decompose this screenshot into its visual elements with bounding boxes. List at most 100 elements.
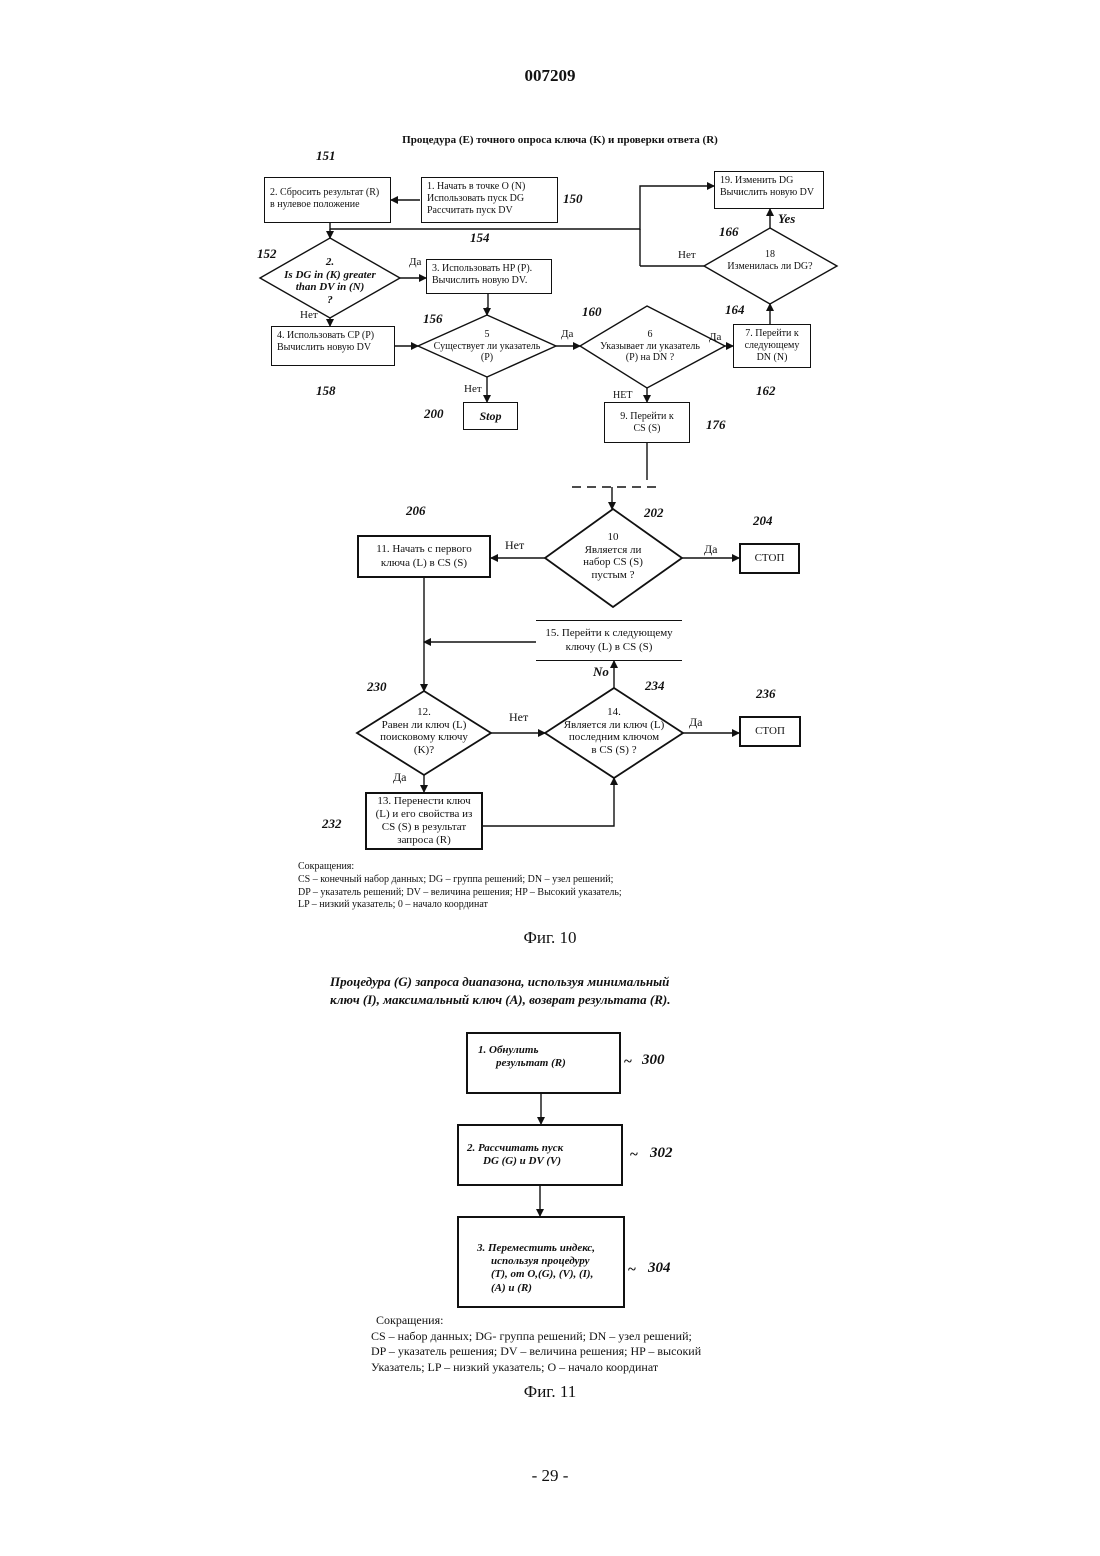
fig11-process-3-line: используя процедуру	[477, 1255, 615, 1268]
process-13-line: 13. Перенести ключ	[377, 795, 470, 808]
decision-14-line: последним ключом	[549, 731, 679, 744]
fig11-process-3-move-index: 3. Переместить индекс, используя процеду…	[457, 1216, 625, 1308]
fig11-abbreviations: Сокращения: CS – набор данных; DG- групп…	[371, 1313, 771, 1375]
edge-label-da-14: Да	[689, 715, 703, 730]
decision-5-line: 5	[412, 329, 562, 341]
decision-10-text: 10 Является ли набор CS (S) пустым ?	[553, 531, 673, 582]
process-9-line: CS (S)	[634, 423, 661, 435]
tilde-300: ~	[624, 1054, 632, 1071]
edge-label-net-2: Нет	[300, 309, 318, 321]
ref-302: 302	[650, 1145, 673, 1162]
process-7-line: 7. Перейти к	[745, 328, 799, 340]
ref-236: 236	[756, 686, 776, 702]
decision-12-line: (K)?	[359, 744, 489, 757]
process-3-line: 3. Использовать HP (P).	[432, 263, 546, 275]
decision-12-line: 12.	[359, 706, 489, 719]
ref-166: 166	[719, 224, 739, 240]
edge-label-net-6: НЕТ	[613, 390, 632, 401]
abbreviation-line: CS – набор данных; DG- группа решений; D…	[371, 1329, 771, 1345]
ref-158: 158	[316, 383, 336, 399]
edge-label-da-10: Да	[704, 542, 718, 557]
decision-2-text: 2. Is DG in (K) greater than DV in (N) ?	[255, 256, 405, 307]
decision-5-line: Существует ли указатель	[412, 341, 562, 353]
process-3-use-hp: 3. Использовать HP (P). Вычислить новую …	[426, 259, 552, 294]
stop-236: СТОП	[739, 716, 801, 747]
edge-label-yes-18: Yes	[778, 211, 795, 227]
fig11-process-1-line: 1. Обнулить	[478, 1044, 609, 1057]
decision-18-line: Изменилась ли DG?	[705, 261, 835, 273]
process-1-start: 1. Начать в точке O (N) Использовать пус…	[421, 177, 558, 223]
process-7-line: DN (N)	[757, 352, 788, 364]
process-4-use-cp: 4. Использовать CP (P) Вычислить новую D…	[271, 326, 395, 366]
decision-2-line: ?	[255, 294, 405, 307]
process-2-line: в нулевое положение	[270, 199, 385, 211]
fig10-title: Процедура (E) точного опроса ключа (K) и…	[300, 134, 820, 146]
fig11-process-2-line: 2. Рассчитать пуск	[467, 1142, 613, 1155]
page-number: 007209	[0, 66, 1100, 86]
decision-10-line: Является ли	[553, 544, 673, 557]
decision-14-line: 14.	[549, 706, 679, 719]
process-13-line: запроса (R)	[397, 834, 451, 847]
decision-10-line: пустым ?	[553, 569, 673, 582]
process-3-line: Вычислить новую DV.	[432, 275, 546, 287]
process-4-line: Вычислить новую DV	[277, 342, 389, 354]
abbreviation-line: DP – указатель решений; DV – величина ре…	[298, 887, 818, 900]
fig10-abbreviations: Сокращения: CS – конечный набор данных; …	[298, 861, 818, 912]
ref-304: 304	[648, 1260, 671, 1277]
decision-2-line: than DV in (N)	[255, 281, 405, 294]
process-11-line: ключа (L) в CS (S)	[381, 557, 467, 570]
process-19-line: Вычислить новую DV	[720, 187, 818, 199]
abbreviation-line: DP – указатель решения; DV – величина ре…	[371, 1344, 771, 1360]
fig11-process-3-line: 3. Переместить индекс,	[477, 1242, 615, 1255]
fig11-process-3-line: (A) и (R)	[477, 1282, 615, 1295]
process-15-line: ключу (L) в CS (S)	[566, 641, 653, 654]
ref-202: 202	[644, 505, 664, 521]
ref-300: 300	[642, 1052, 665, 1069]
stop-200: Stop	[463, 402, 518, 430]
decision-6-line: 6	[575, 329, 725, 341]
process-13-transfer-key: 13. Перенести ключ (L) и его свойства из…	[365, 792, 483, 850]
edge-label-net-10: Нет	[505, 538, 524, 553]
process-1-line: 1. Начать в точке O (N)	[427, 181, 552, 193]
process-2-line: 2. Сбросить результат (R)	[270, 187, 385, 199]
fig11-process-2-calc-start: 2. Рассчитать пуск DG (G) и DV (V)	[457, 1124, 623, 1186]
fig11-process-3-line: (T), от O,(G), (V), (I),	[477, 1268, 615, 1281]
fig11-process-2-line: DG (G) и DV (V)	[467, 1155, 613, 1168]
decision-6-line: Указывает ли указатель	[575, 341, 725, 353]
edge-label-net-18: Нет	[678, 249, 696, 261]
abbreviation-line: CS – конечный набор данных; DG – группа …	[298, 874, 818, 887]
process-2-reset-result: 2. Сбросить результат (R) в нулевое поло…	[264, 177, 391, 223]
decision-2-line: Is DG in (K) greater	[255, 269, 405, 282]
decision-14-line: Является ли ключ (L)	[549, 719, 679, 732]
edge-label-da-5: Да	[561, 328, 573, 340]
ref-176: 176	[706, 417, 726, 433]
ref-230: 230	[367, 679, 387, 695]
decision-6-text: 6 Указывает ли указатель (P) на DN ?	[575, 329, 725, 364]
process-4-line: 4. Использовать CP (P)	[277, 330, 389, 342]
process-19-change-dg: 19. Изменить DG Вычислить новую DV	[714, 171, 824, 209]
ref-150: 150	[563, 191, 583, 207]
ref-152: 152	[257, 246, 277, 262]
decision-12-line: поисковому ключу	[359, 731, 489, 744]
process-13-line: CS (S) в результат	[382, 821, 466, 834]
abbreviation-line: LP – низкий указатель; 0 – начало коорди…	[298, 899, 818, 912]
fig11-title: Процедура (G) запроса диапазона, использ…	[330, 973, 790, 1008]
ref-232: 232	[322, 816, 342, 832]
edge-label-da-12: Да	[393, 770, 407, 785]
tilde-302: ~	[630, 1147, 638, 1164]
ref-164: 164	[725, 302, 745, 318]
decision-12-line: Равен ли ключ (L)	[359, 719, 489, 732]
process-11-line: 11. Начать с первого	[376, 543, 471, 556]
edge-label-net-12: Нет	[509, 710, 528, 725]
decision-6-line: (P) на DN ?	[575, 352, 725, 364]
process-7-next-dn: 7. Перейти к следующему DN (N)	[733, 324, 811, 368]
process-7-line: следующему	[745, 340, 800, 352]
process-9-line: 9. Перейти к	[620, 411, 674, 423]
ref-154: 154	[470, 230, 490, 246]
fig11-title-line: Процедура (G) запроса диапазона, использ…	[330, 973, 790, 991]
fig11-caption: Фиг. 11	[495, 1382, 605, 1402]
fig10-caption: Фиг. 10	[500, 928, 600, 948]
edge-label-da-2: Да	[409, 256, 421, 268]
process-15-line: 15. Перейти к следующему	[545, 627, 672, 640]
edge-label-no-14: No	[593, 664, 609, 680]
